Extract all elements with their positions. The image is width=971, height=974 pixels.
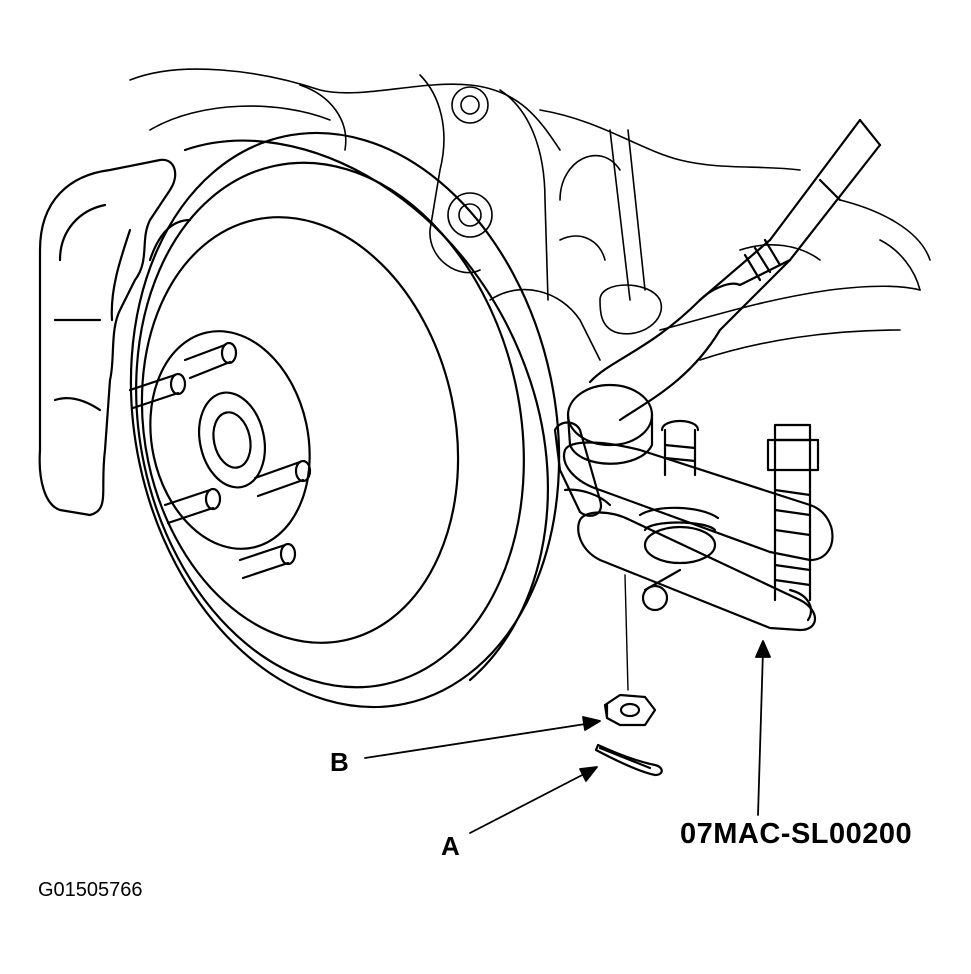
cotter-pin xyxy=(594,743,663,777)
wheel-hub xyxy=(128,330,312,580)
callout-a-label: A xyxy=(441,831,460,861)
callout-b-label: B xyxy=(330,747,349,777)
torque-wrench xyxy=(566,118,882,465)
leader-arrows xyxy=(364,640,771,834)
brake-caliper xyxy=(38,158,192,517)
knuckle-arm xyxy=(553,421,612,517)
castle-nut xyxy=(603,693,657,727)
tool-part-number-label: 07MAC-SL00200 xyxy=(680,818,913,850)
brake-rotor xyxy=(129,131,561,709)
ball-joint-remover xyxy=(562,419,834,632)
background-suspension xyxy=(129,68,931,361)
alignment-line xyxy=(624,574,629,691)
figure-id: G01505766 xyxy=(38,879,143,901)
